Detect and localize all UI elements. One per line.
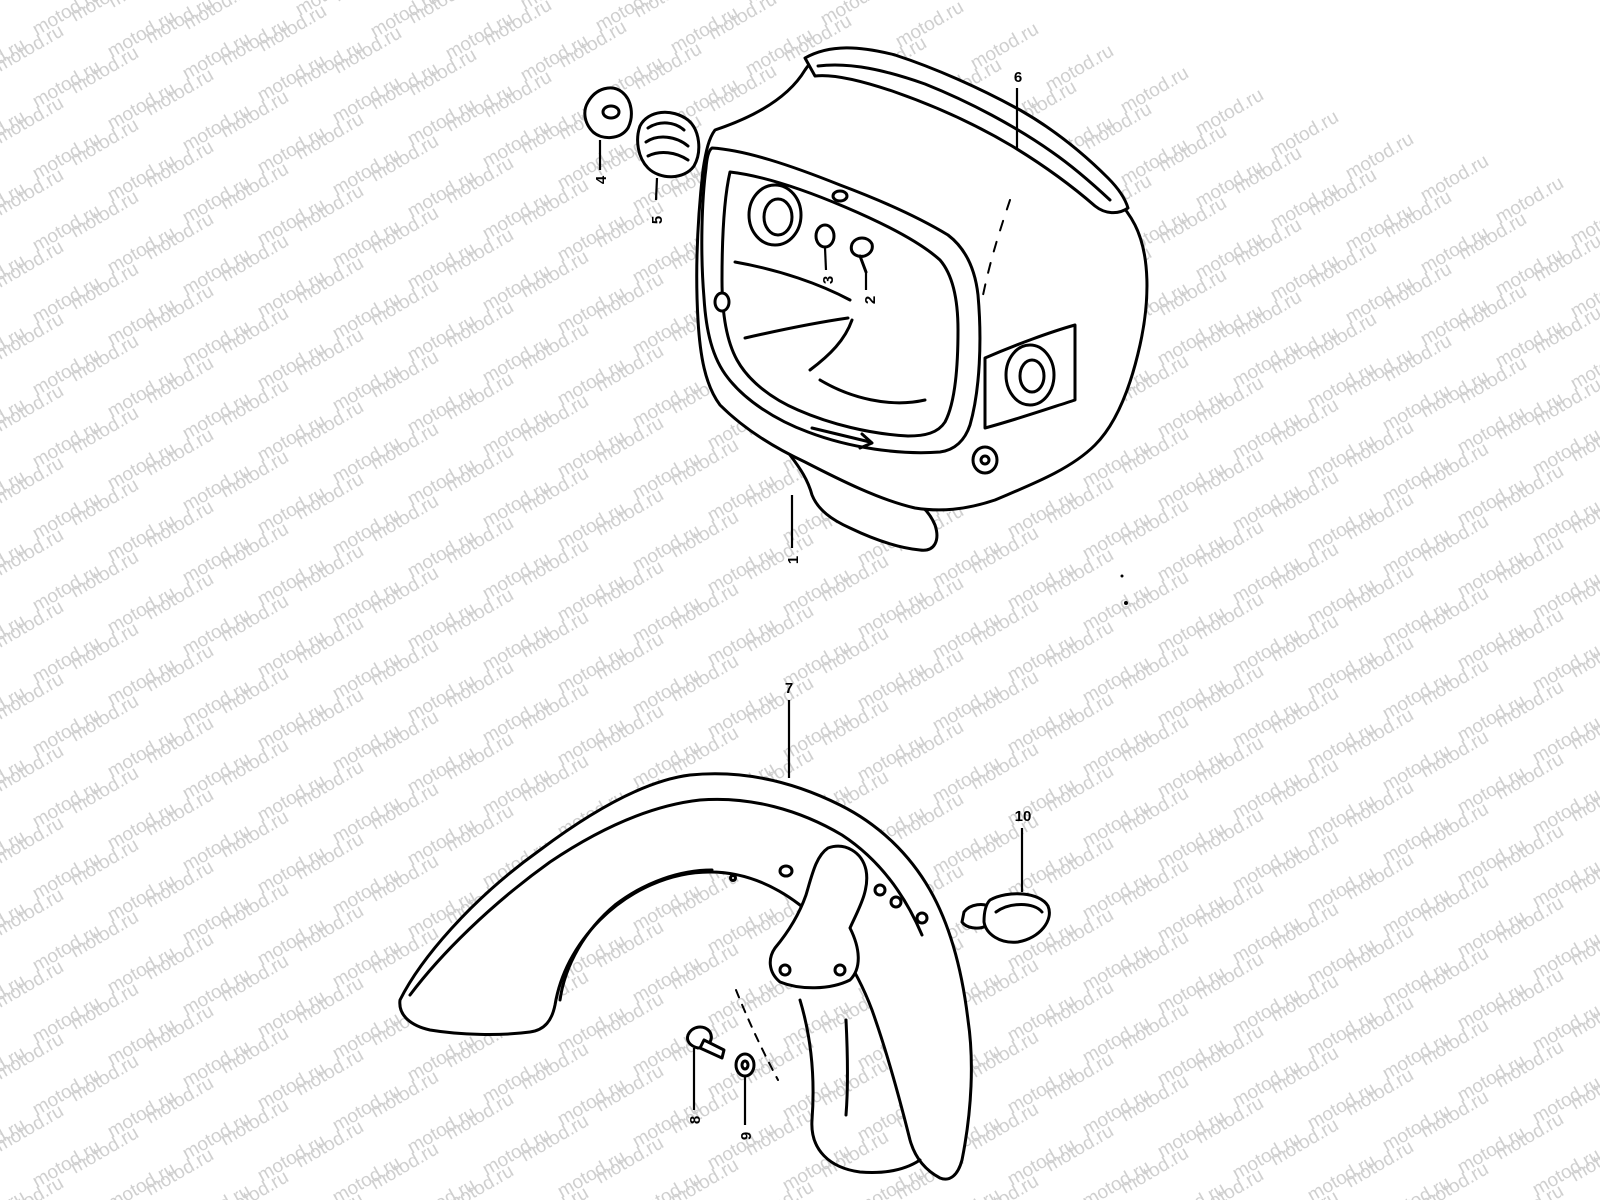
watermark-text: motod.ru [1154,1179,1229,1200]
fender-hole-1 [778,864,794,878]
washer-part-9 [734,1052,756,1078]
screw-shank [858,254,868,274]
washer-9-hole [740,1059,750,1071]
cap-part-4 [583,86,633,139]
reflector-part-10 [960,892,1051,944]
grommet-part-5 [636,110,701,179]
watermark-text: motod.ru [0,0,67,4]
fender-dot [729,874,737,882]
left-mount-hole [713,291,731,313]
callout-10: 10 [1015,808,1032,825]
watermark-text: motod.ru [1379,1173,1454,1200]
callout-labels: 1 2 3 4 5 6 7 8 9 10 [593,69,1031,1140]
inner-screw-hole [831,189,849,203]
hidden-bracket-dash [735,989,779,1081]
watermark-text: motod.ru [330,0,405,6]
watermark-text: motod.ru [1304,1151,1379,1200]
side-socket-core [1018,358,1046,394]
callout-6: 6 [1014,69,1022,86]
stray-dot-2 [1120,574,1124,578]
side-bolt-core [979,454,991,466]
stay-hole-1 [778,963,792,977]
arrow-mark-head [858,432,874,450]
watermark-text: motod.ru [929,1185,1004,1200]
arrow-mark [810,426,872,444]
stay-hole-2 [833,963,847,977]
rim-inner-line [816,63,1112,202]
inner-ledge [733,260,852,302]
inner-cable [808,318,854,372]
callout-3: 3 [820,276,837,284]
reflector-rim [994,903,1044,914]
grommet-rib-3 [646,151,690,162]
fender-top-edge [408,797,924,997]
watermark-text: motod.ru [329,1153,404,1200]
callout-5: 5 [649,216,666,224]
leader-lines [598,88,1024,1125]
watermark-text: motod.ru [1079,1157,1154,1200]
callout-4: 4 [593,175,610,184]
bolt-shank [698,1038,726,1060]
grommet-rib-2 [644,135,690,148]
bolt-part-8 [686,1025,726,1060]
callout-2: 2 [862,296,879,304]
callout-8: 8 [687,1116,704,1124]
inner-floor [818,378,927,405]
cap-hole [601,104,621,120]
inner-ledge-2 [743,316,850,340]
callout-7: 7 [785,680,793,697]
front-fender [398,772,973,1181]
leader-3 [823,247,828,271]
fender-stay [768,844,869,990]
washer-body [814,223,836,249]
rear-dash-1 [981,199,1011,301]
headlight-housing [695,46,1149,552]
fender-lower-stay [798,998,922,1174]
fender-hole-4 [915,911,929,925]
callout-9: 9 [738,1132,755,1140]
screw-part-2 [849,236,874,274]
fender-inner-rib [558,868,714,1002]
fender-hole-2 [873,883,887,897]
watermark-text: motod.ru [179,1181,254,1200]
washer-part-3 [814,223,836,249]
screw-head [849,236,874,258]
fender-hole-3 [889,895,903,909]
watermark-text: motod.ru [404,1175,479,1200]
fender-lower-edge [844,1018,849,1117]
stray-dot [1124,601,1128,605]
callout-1: 1 [785,556,802,564]
inner-grommet-core [762,197,794,237]
grommet-rib-1 [646,121,686,132]
watermark-text: motod.ru [104,1159,179,1200]
leader-5 [654,177,659,201]
